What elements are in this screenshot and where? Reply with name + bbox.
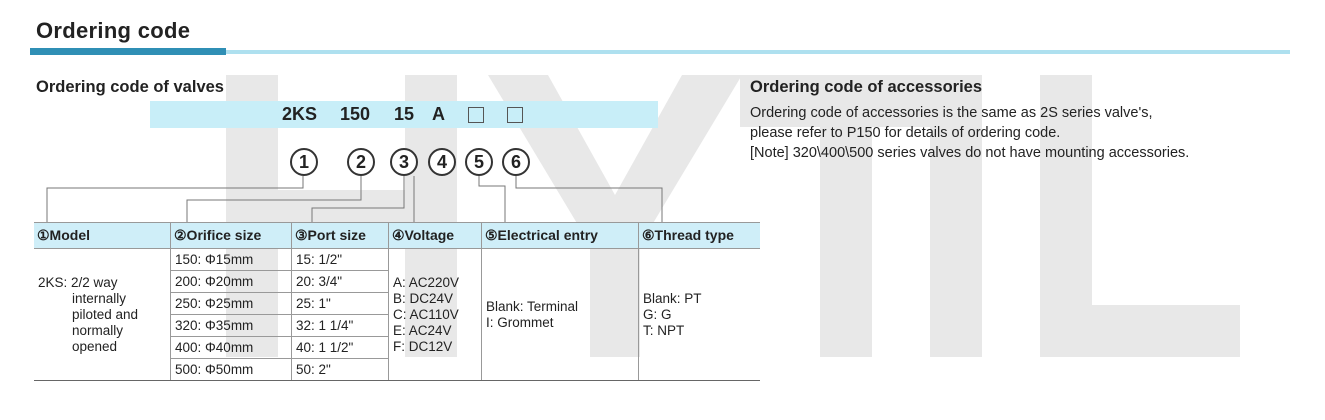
table-row: 320: Φ35mm 32: 1 1/4" bbox=[34, 314, 760, 337]
code-orifice: 150 bbox=[340, 104, 371, 124]
code-voltage: A bbox=[432, 104, 445, 124]
model-line: internally bbox=[72, 290, 127, 306]
model-line: 2KS: 2/2 way bbox=[38, 274, 118, 290]
model-line: normally bbox=[72, 322, 124, 338]
table-row: 200: Φ20mm 20: 3/4" bbox=[34, 270, 760, 293]
accessories-line-1: Ordering code of accessories is the same… bbox=[750, 105, 1153, 121]
port-cell: 40: 1 1/2" bbox=[291, 336, 389, 359]
voltage-cell: A: AC220V B: DC24V C: AC110V E: AC24V F:… bbox=[388, 248, 482, 381]
model-line: opened bbox=[72, 338, 118, 354]
header-model: ①Model bbox=[34, 222, 171, 249]
orifice-cell: 400: Φ40mm bbox=[170, 336, 292, 359]
port-cell: 15: 1/2" bbox=[291, 248, 389, 271]
port-cell: 25: 1" bbox=[291, 292, 389, 315]
table-row: 400: Φ40mm 40: 1 1/2" bbox=[34, 336, 760, 359]
voltage-line: B: DC24V bbox=[393, 290, 454, 306]
entry-cell: Blank: Terminal I: Grommet bbox=[481, 248, 639, 381]
table-header-row: ①Model ②Orifice size ③Port size ④Voltage… bbox=[34, 222, 760, 249]
title-underline bbox=[226, 50, 1290, 54]
header-port: ③Port size bbox=[291, 222, 389, 249]
circle-1: 1 bbox=[290, 148, 318, 176]
code-model: 2KS bbox=[282, 104, 318, 124]
ordering-table: ①Model ②Orifice size ③Port size ④Voltage… bbox=[34, 222, 760, 381]
voltage-line: E: AC24V bbox=[393, 322, 452, 338]
accessories-subtitle: Ordering code of accessories bbox=[750, 78, 983, 96]
circle-6: 6 bbox=[502, 148, 530, 176]
valves-subtitle: Ordering code of valves bbox=[36, 78, 224, 96]
title-underline-accent bbox=[30, 48, 226, 55]
header-orifice: ②Orifice size bbox=[170, 222, 292, 249]
table-row: 250: Φ25mm 25: 1" bbox=[34, 292, 760, 315]
entry-line: Blank: Terminal bbox=[486, 298, 579, 314]
orifice-cell: 250: Φ25mm bbox=[170, 292, 292, 315]
orifice-cell: 320: Φ35mm bbox=[170, 314, 292, 337]
voltage-line: A: AC220V bbox=[393, 274, 460, 290]
thread-line: G: G bbox=[643, 306, 672, 322]
circle-3: 3 bbox=[390, 148, 418, 176]
orifice-cell: 200: Φ20mm bbox=[170, 270, 292, 293]
header-entry: ⑤Electrical entry bbox=[481, 222, 639, 249]
model-cell: 2KS: 2/2 way internally piloted and norm… bbox=[34, 248, 171, 381]
section-title: Ordering code bbox=[36, 18, 191, 43]
orifice-cell: 500: Φ50mm bbox=[170, 358, 292, 381]
code-band bbox=[150, 101, 658, 128]
accessories-line-2: please refer to P150 for details of orde… bbox=[750, 125, 1061, 141]
circle-5: 5 bbox=[465, 148, 493, 176]
code-thread-box bbox=[507, 107, 523, 123]
table-row: 500: Φ50mm 50: 2" bbox=[34, 358, 760, 381]
port-cell: 32: 1 1/4" bbox=[291, 314, 389, 337]
header-voltage: ④Voltage bbox=[388, 222, 482, 249]
circle-4: 4 bbox=[428, 148, 456, 176]
code-port: 15 bbox=[394, 104, 415, 124]
thread-line: T: NPT bbox=[643, 322, 685, 338]
circle-2: 2 bbox=[347, 148, 375, 176]
port-cell: 20: 3/4" bbox=[291, 270, 389, 293]
thread-line: Blank: PT bbox=[643, 290, 702, 306]
model-line: piloted and bbox=[72, 306, 139, 322]
code-entry-box bbox=[468, 107, 484, 123]
orifice-cell: 150: Φ15mm bbox=[170, 248, 292, 271]
port-cell: 50: 2" bbox=[291, 358, 389, 381]
voltage-line: F: DC12V bbox=[393, 338, 453, 354]
voltage-line: C: AC110V bbox=[393, 306, 459, 322]
table-row: 2KS: 2/2 way internally piloted and norm… bbox=[34, 248, 760, 381]
thread-cell: Blank: PT G: G T: NPT bbox=[638, 248, 760, 381]
accessories-note: [Note] 320\400\500 series valves do not … bbox=[750, 145, 1190, 161]
header-thread: ⑥Thread type bbox=[638, 222, 760, 249]
entry-line: I: Grommet bbox=[486, 314, 554, 330]
